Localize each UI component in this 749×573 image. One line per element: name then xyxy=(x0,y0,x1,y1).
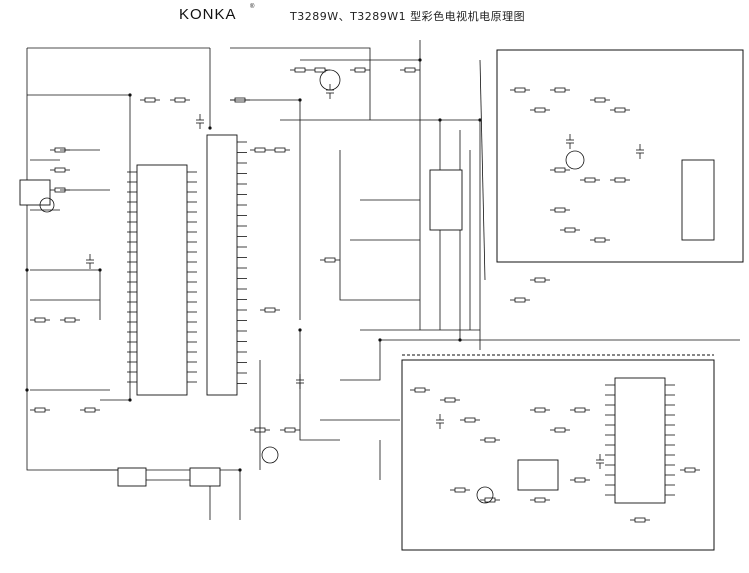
resistor xyxy=(464,417,476,423)
wire xyxy=(479,59,486,281)
amp-ic xyxy=(517,459,559,491)
wire xyxy=(339,150,420,301)
cpu-ic xyxy=(206,134,238,396)
resistor xyxy=(614,107,626,113)
sub-board-outlines xyxy=(401,49,744,551)
resistor xyxy=(414,387,426,393)
crt-board-outline xyxy=(496,49,744,263)
resistor xyxy=(64,317,76,323)
resistor xyxy=(594,97,606,103)
resistor xyxy=(574,477,586,483)
resistor xyxy=(574,407,586,413)
schematic-title: T3289W、T3289W1 型彩色电视机电原理图 xyxy=(290,10,526,23)
resistor xyxy=(284,427,296,433)
resistor xyxy=(554,207,566,213)
resistor xyxy=(534,407,546,413)
wire xyxy=(30,269,101,320)
junction-dot xyxy=(238,468,242,472)
resistor xyxy=(34,407,46,413)
resistor xyxy=(294,67,306,73)
transistor xyxy=(39,197,55,213)
brand-logo: KONKA xyxy=(179,6,237,23)
tuner-block xyxy=(429,169,463,231)
audio-board-outline xyxy=(401,359,715,551)
registered-mark: ® xyxy=(250,4,255,10)
ic-packages xyxy=(19,134,715,504)
resistor xyxy=(534,497,546,503)
main-ic xyxy=(136,164,188,396)
transistor xyxy=(261,446,279,464)
resistor xyxy=(584,177,596,183)
crt-ic xyxy=(681,159,715,241)
audio-ic xyxy=(614,377,666,504)
junction-dot xyxy=(128,398,132,402)
resistor xyxy=(324,257,336,263)
junction-dot xyxy=(458,338,462,342)
wire xyxy=(340,339,740,381)
junction-dot xyxy=(298,328,302,332)
header: KONKA ® T3289W、T3289W1 型彩色电视机电原理图 xyxy=(0,4,749,26)
terminal-marks xyxy=(25,58,482,472)
resistor xyxy=(274,147,286,153)
transistor xyxy=(565,150,585,170)
resistor xyxy=(264,307,276,313)
resistor xyxy=(554,87,566,93)
resistor xyxy=(534,277,546,283)
resistor xyxy=(174,97,186,103)
wire xyxy=(230,99,301,320)
resistor xyxy=(34,317,46,323)
resistor xyxy=(534,107,546,113)
wire xyxy=(26,48,130,471)
resistor xyxy=(354,67,366,73)
resistor xyxy=(554,427,566,433)
resistor xyxy=(484,437,496,443)
components xyxy=(30,67,700,523)
junction-dot xyxy=(128,93,132,97)
resistor xyxy=(404,67,416,73)
junction-dot xyxy=(208,126,212,130)
wire xyxy=(299,330,340,441)
transistor xyxy=(319,69,341,91)
junction-dot xyxy=(298,98,302,102)
junction-dot xyxy=(438,118,442,122)
connector-block xyxy=(189,467,221,487)
resistor xyxy=(314,67,326,73)
resistor xyxy=(454,487,466,493)
resistor xyxy=(594,237,606,243)
resistor xyxy=(254,147,266,153)
resistor xyxy=(444,397,456,403)
junction-dot xyxy=(25,268,29,272)
junction-dot xyxy=(378,338,382,342)
resistor xyxy=(614,177,626,183)
transistor xyxy=(476,486,494,504)
junction-dot xyxy=(98,268,102,272)
connector-block xyxy=(117,467,147,487)
wire xyxy=(230,47,371,120)
wire-network xyxy=(26,40,740,520)
resistor xyxy=(84,407,96,413)
junction-dot xyxy=(25,388,29,392)
resistor xyxy=(514,87,526,93)
junction-dot xyxy=(478,118,482,122)
resistor xyxy=(54,167,66,173)
avin-block xyxy=(19,179,51,206)
resistor xyxy=(634,517,646,523)
resistor xyxy=(564,227,576,233)
junction-dot xyxy=(418,58,422,62)
resistor xyxy=(554,167,566,173)
resistor xyxy=(684,467,696,473)
resistor xyxy=(514,297,526,303)
resistor xyxy=(144,97,156,103)
